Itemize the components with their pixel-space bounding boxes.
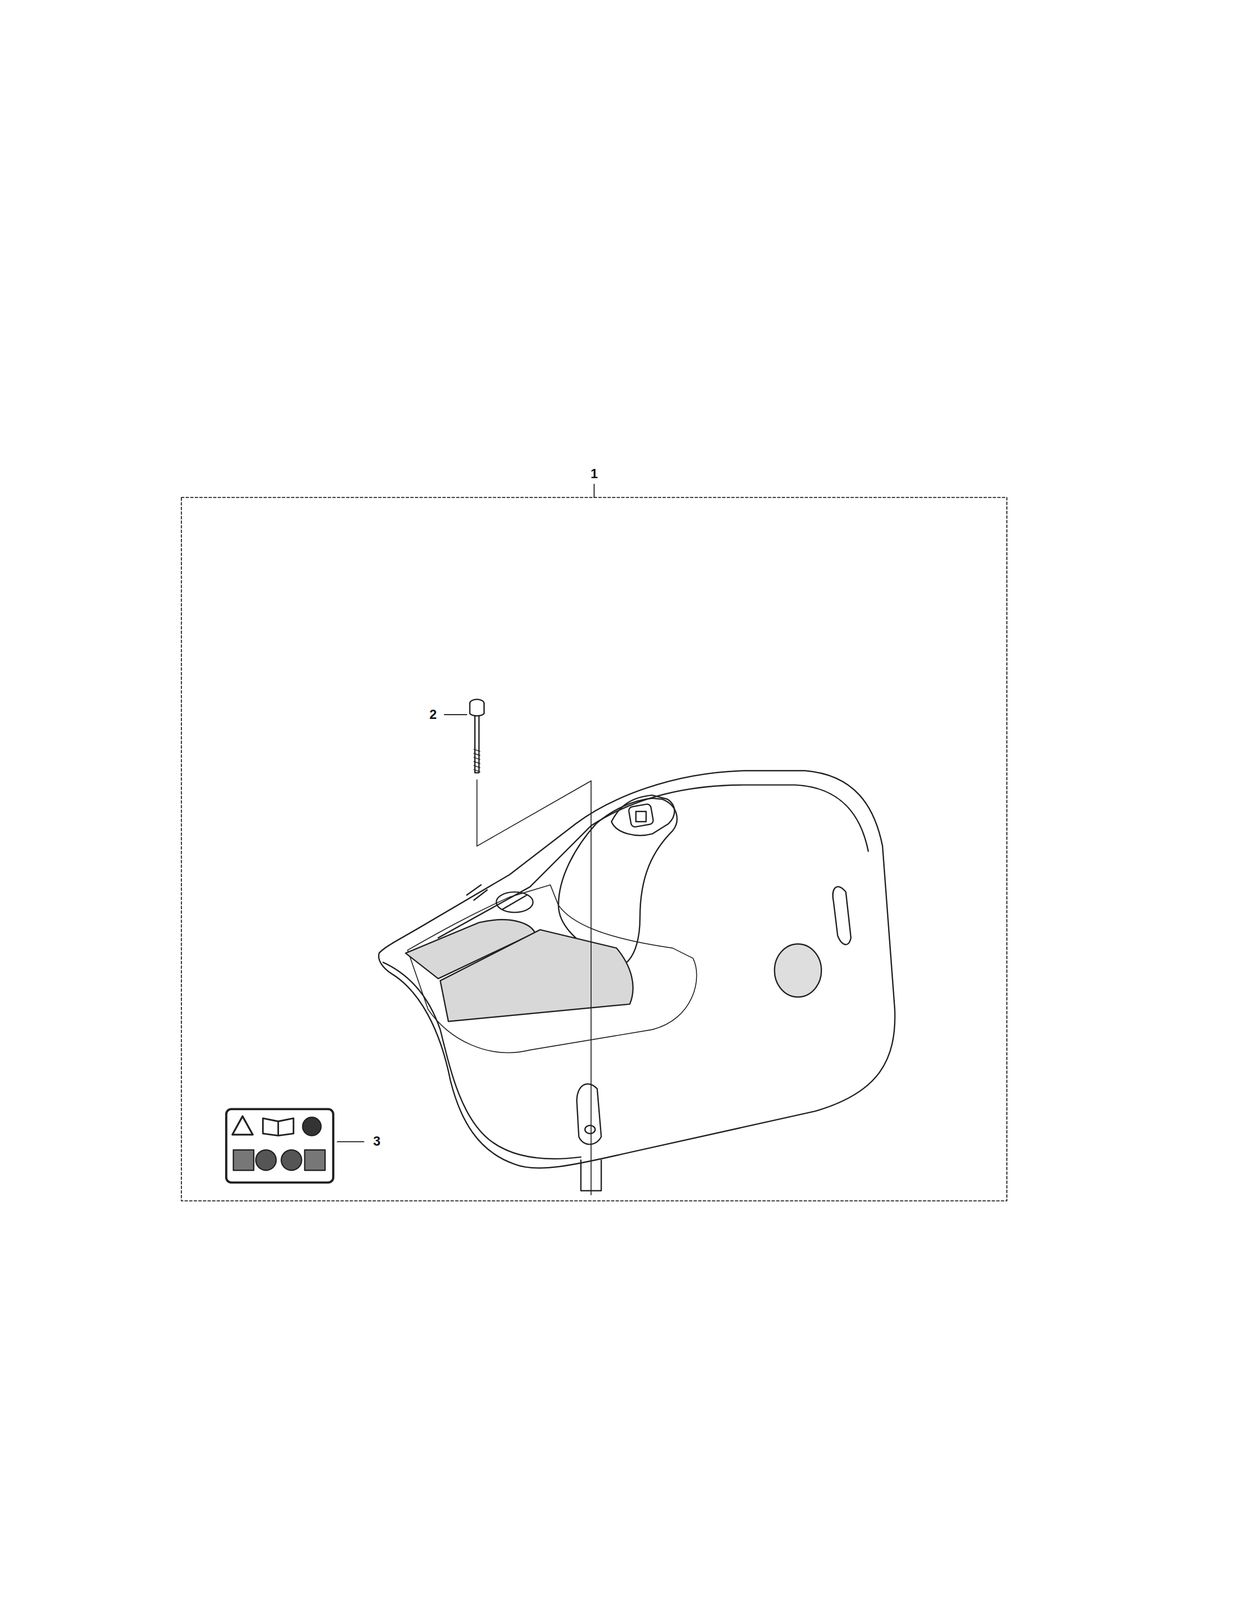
screw-boss [576, 1083, 602, 1144]
cover-rim [438, 784, 869, 938]
callout-number: 2 [428, 707, 439, 723]
callout-number: 3 [371, 1133, 382, 1149]
hazard-icon [304, 1149, 326, 1171]
logo-mark [628, 803, 655, 827]
ppe-icon [302, 1117, 322, 1136]
cover-detail [502, 894, 527, 909]
screw-hole [584, 1124, 595, 1134]
warning-decal [226, 1108, 333, 1183]
assembly-line [590, 780, 592, 1195]
hazard-icon [281, 1149, 302, 1171]
logo-plate [611, 794, 675, 836]
cover-detail [466, 884, 488, 901]
callout-number: 1 [589, 466, 600, 482]
logo-mark [635, 811, 646, 822]
decal [440, 929, 633, 1022]
bolt-head [469, 703, 484, 716]
manual-icon [263, 1118, 294, 1136]
cover-hole [774, 943, 822, 997]
leader-line [593, 484, 595, 498]
cylinder-cover [378, 770, 895, 1169]
bolt-thread [473, 749, 480, 772]
leader-line [444, 713, 467, 715]
hazard-icon [255, 1149, 277, 1171]
cover-slot [832, 886, 851, 945]
leader-line [337, 1140, 364, 1142]
warning-icon [232, 1116, 253, 1135]
bolt-shaft [475, 715, 479, 773]
screw-boss [496, 891, 534, 913]
kit-frame [181, 497, 1007, 1201]
hazard-icon [233, 1149, 254, 1171]
assembly-line [477, 779, 592, 847]
